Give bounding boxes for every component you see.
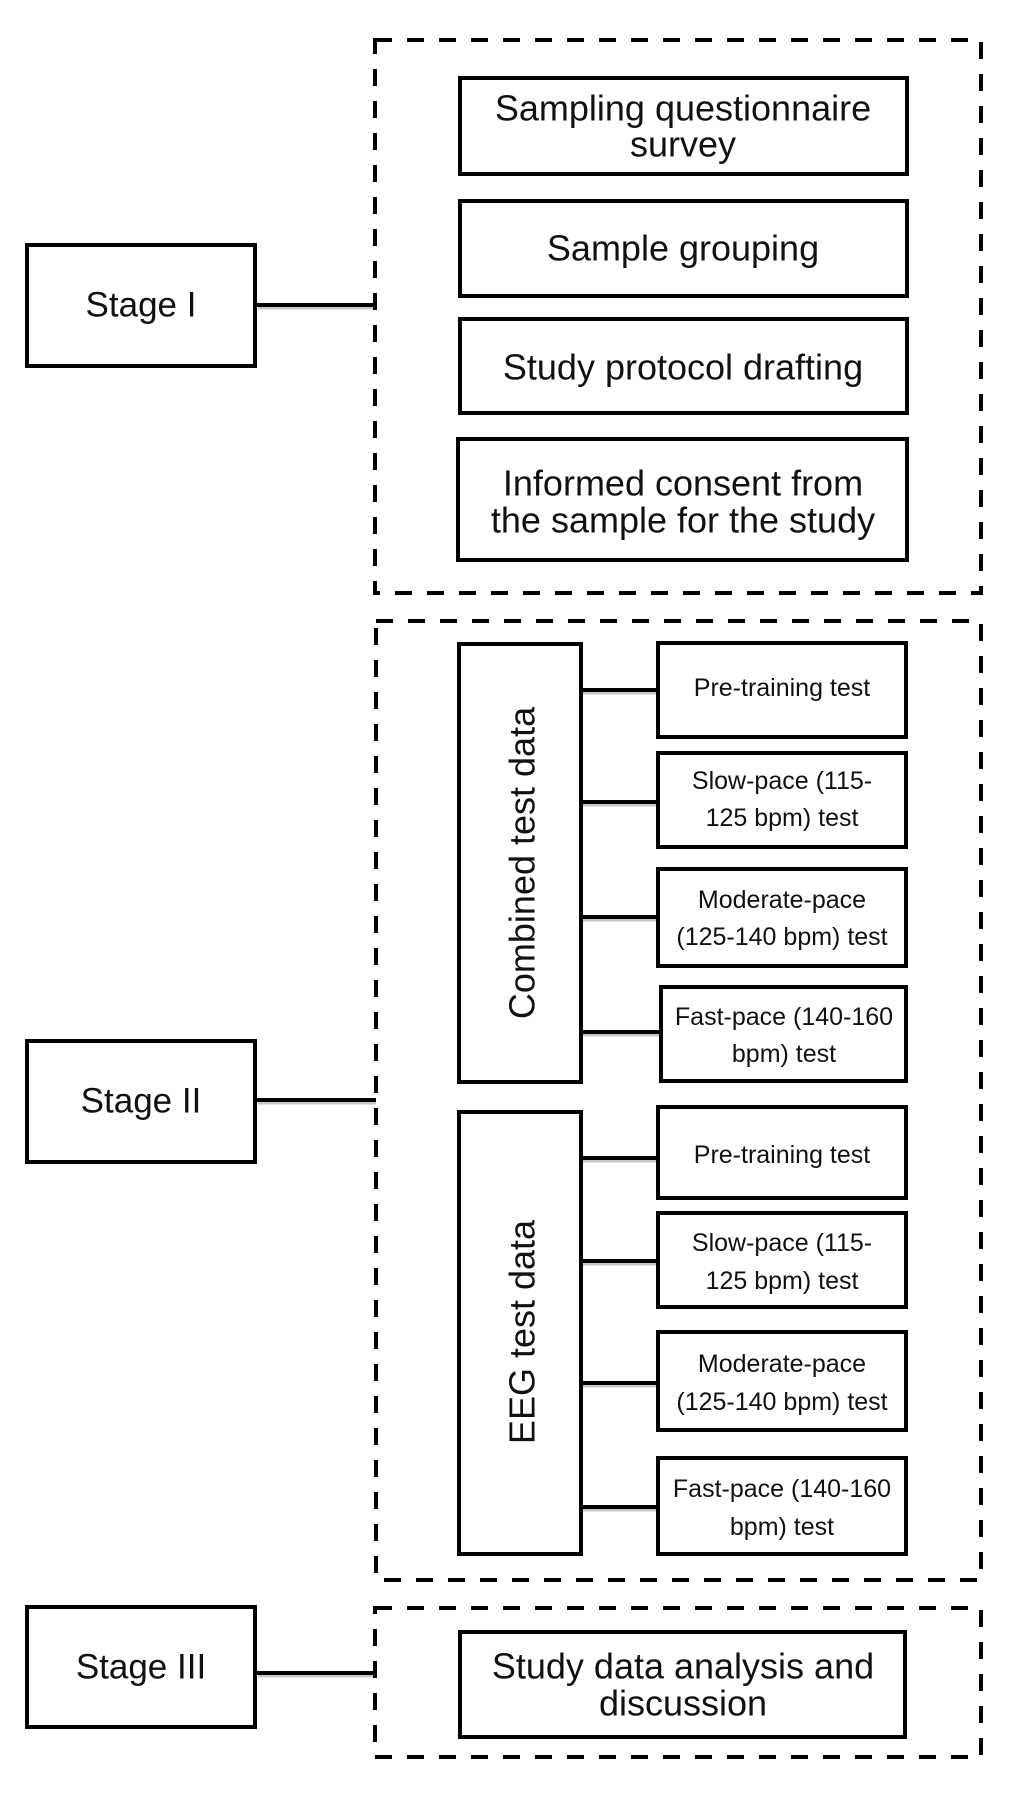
eeg-fast-pace-box — [656, 1456, 908, 1556]
stage-3-group-frame — [373, 1606, 983, 1759]
step-sampling-questionnaire-line-1: Sampling questionnaire — [495, 88, 871, 129]
eeg-pre-training-label: Pre-training test — [694, 1141, 871, 1169]
eeg-moderate-pace-line-2: (125-140 bpm) test — [676, 1388, 887, 1416]
step-data-analysis-line-2: discussion — [599, 1683, 767, 1724]
eeg-slow-pace-line-1: Slow-pace (115- — [692, 1229, 872, 1257]
eeg-moderate-pace-line-1: Moderate-pace — [698, 1350, 866, 1378]
eeg-pre-training-box — [656, 1105, 908, 1200]
combined-moderate-pace-box — [656, 867, 908, 968]
step-data-analysis-line-1: Study data analysis and — [492, 1646, 874, 1687]
combined-fast-pace-line-1: Fast-pace (140-160 — [675, 1003, 893, 1031]
stage-3-box — [25, 1605, 257, 1729]
stage-3-label: Stage III — [76, 1648, 206, 1687]
combined-moderate-pace-line-2: (125-140 bpm) test — [676, 923, 887, 951]
step-protocol-drafting-box — [458, 317, 909, 415]
combined-fast-pace-box — [659, 985, 908, 1083]
eeg-slow-pace-line-2: 125 bpm) test — [706, 1267, 859, 1295]
step-informed-consent-line-1: Informed consent from — [503, 463, 863, 504]
eeg-slow-pace-box — [656, 1211, 908, 1309]
step-data-analysis-box — [458, 1630, 907, 1739]
stage-3: Stage III Study data analysis and discus… — [25, 1605, 983, 1759]
combined-moderate-pace-line-1: Moderate-pace — [698, 886, 866, 914]
stage-1-label: Stage I — [86, 286, 197, 325]
step-sampling-questionnaire-line-2: survey — [630, 124, 736, 165]
step-sample-grouping-box — [458, 199, 909, 298]
combined-slow-pace-line-2: 125 bpm) test — [706, 804, 859, 832]
stage-1-box — [25, 243, 257, 368]
stage-2-box — [25, 1039, 257, 1164]
combined-test-data-group: Combined test data Pre-training test Slo… — [457, 641, 908, 1084]
combined-pre-training-label: Pre-training test — [694, 674, 871, 702]
stage-2-label: Stage II — [81, 1082, 202, 1121]
eeg-test-data-group: EEG test data Pre-training test Slow-pac… — [457, 1105, 908, 1556]
combined-pre-training-box — [656, 641, 908, 739]
combined-slow-pace-line-1: Slow-pace (115- — [692, 767, 872, 795]
eeg-fast-pace-line-1: Fast-pace (140-160 — [673, 1475, 891, 1503]
eeg-fast-pace-line-2: bpm) test — [730, 1513, 834, 1541]
combined-test-data-label: Combined test data — [502, 706, 543, 1019]
stage-2-group-frame — [374, 619, 983, 1582]
combined-slow-pace-box — [656, 751, 908, 849]
eeg-moderate-pace-box — [656, 1330, 908, 1432]
stage-2: Stage II Combined test data Pre-training… — [25, 619, 983, 1582]
step-informed-consent-box — [456, 437, 909, 562]
eeg-test-data-label: EEG test data — [502, 1219, 543, 1444]
combined-test-data-box — [457, 642, 583, 1084]
stage-1-group-frame — [373, 38, 983, 595]
step-informed-consent-line-2: the sample for the study — [491, 500, 875, 541]
stage-1: Stage I Sampling questionnaire survey Sa… — [25, 38, 983, 595]
step-sampling-questionnaire-box — [458, 76, 909, 176]
step-protocol-drafting-label: Study protocol drafting — [503, 347, 863, 388]
step-sample-grouping-label: Sample grouping — [547, 228, 819, 269]
combined-fast-pace-line-2: bpm) test — [732, 1040, 836, 1068]
eeg-test-data-box — [457, 1110, 583, 1556]
